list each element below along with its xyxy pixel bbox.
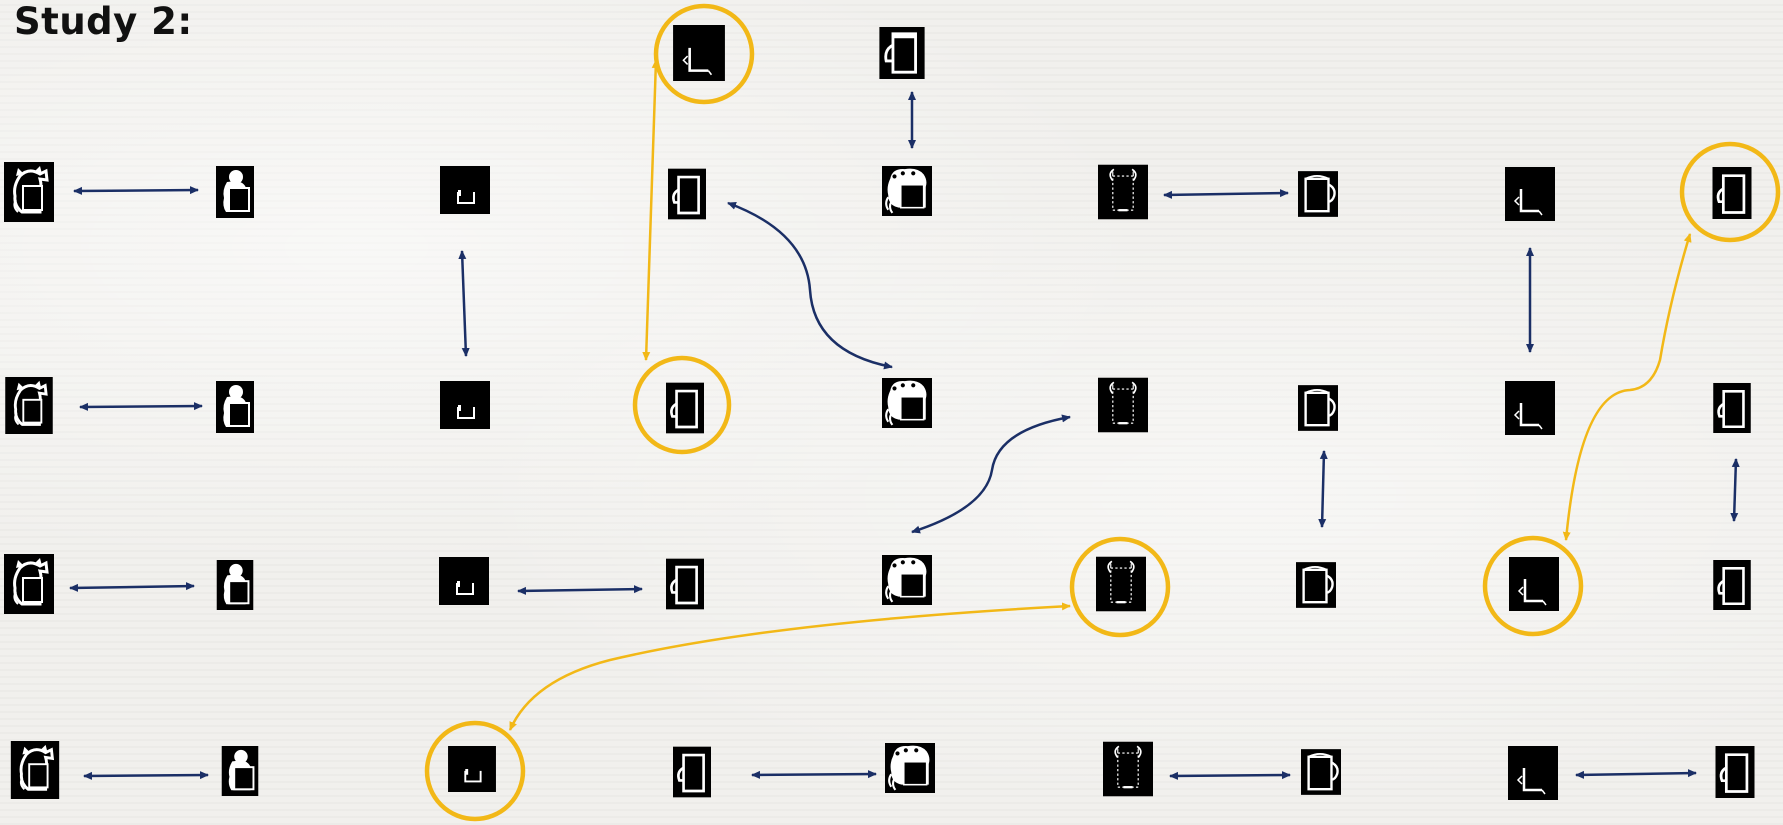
- icon-girl-bow: [4, 554, 54, 614]
- icon-ghost-cup: [1103, 741, 1153, 797]
- pair-arrow: [73, 186, 199, 195]
- icon-girl-curls: [882, 555, 932, 605]
- icon-girl-bun: [221, 746, 259, 796]
- highlight-arrow: [508, 602, 1071, 731]
- icon-girl-bun: [216, 166, 254, 218]
- pair-arrow: [1575, 769, 1697, 779]
- highlight-circle: [632, 355, 732, 455]
- pair-arrow: [458, 250, 470, 357]
- pair-arrow: [727, 201, 893, 370]
- icon-girl-curls: [882, 378, 932, 428]
- highlight-circle: [424, 720, 526, 822]
- pair-arrow: [751, 770, 877, 779]
- icon-dark-tile: [438, 166, 492, 214]
- icon-cup: [1711, 560, 1753, 610]
- icon-girl-bow: [4, 162, 54, 222]
- pair-arrow: [1169, 771, 1291, 780]
- highlight-circle: [1069, 536, 1171, 638]
- highlight-circle: [653, 3, 755, 105]
- icon-cup: [1296, 560, 1336, 610]
- icon-cup: [1298, 383, 1338, 433]
- icon-cup: [1298, 170, 1338, 218]
- icon-ghost-cup: [1098, 377, 1148, 433]
- icon-dark-corner: [1508, 557, 1560, 611]
- pair-arrow: [83, 771, 209, 780]
- pair-arrow: [1318, 450, 1328, 528]
- highlight-arrow: [642, 59, 660, 361]
- icon-cup: [1711, 383, 1753, 433]
- icon-cup: [666, 382, 704, 434]
- icon-cup: [1301, 747, 1341, 797]
- icon-dark-tile: [437, 557, 491, 605]
- study-title: Study 2:: [14, 0, 193, 43]
- icon-girl-curls: [882, 166, 932, 216]
- icon-girl-bow: [4, 377, 54, 434]
- pair-arrow: [1163, 189, 1289, 199]
- icon-girl-curls: [885, 743, 935, 793]
- icon-dark-corner: [1504, 381, 1556, 435]
- pair-arrow: [79, 402, 203, 411]
- pair-arrow: [1730, 458, 1740, 522]
- icon-girl-bow: [10, 741, 60, 799]
- icon-girl-bun: [216, 381, 254, 433]
- pair-arrow: [911, 414, 1071, 534]
- icon-cup: [878, 27, 926, 79]
- icon-ghost-cup: [1096, 556, 1146, 612]
- highlight-circle: [1679, 141, 1781, 243]
- icon-cup: [666, 558, 704, 610]
- icon-cup: [1713, 746, 1757, 798]
- icon-dark-corner: [672, 25, 726, 81]
- icon-girl-bun: [216, 560, 254, 610]
- pair-arrow: [69, 582, 195, 592]
- icon-cup: [1710, 167, 1754, 219]
- icon-ghost-cup: [1098, 163, 1148, 221]
- icon-dark-tile: [438, 381, 492, 429]
- icon-dark-corner: [1504, 167, 1556, 221]
- pair-arrow: [517, 585, 643, 595]
- highlight-circle: [1482, 535, 1584, 637]
- icon-cup: [668, 168, 706, 220]
- icon-dark-tile: [447, 746, 497, 792]
- highlight-arrow: [1562, 233, 1692, 541]
- icon-dark-corner: [1508, 746, 1558, 800]
- icon-cup: [673, 746, 711, 798]
